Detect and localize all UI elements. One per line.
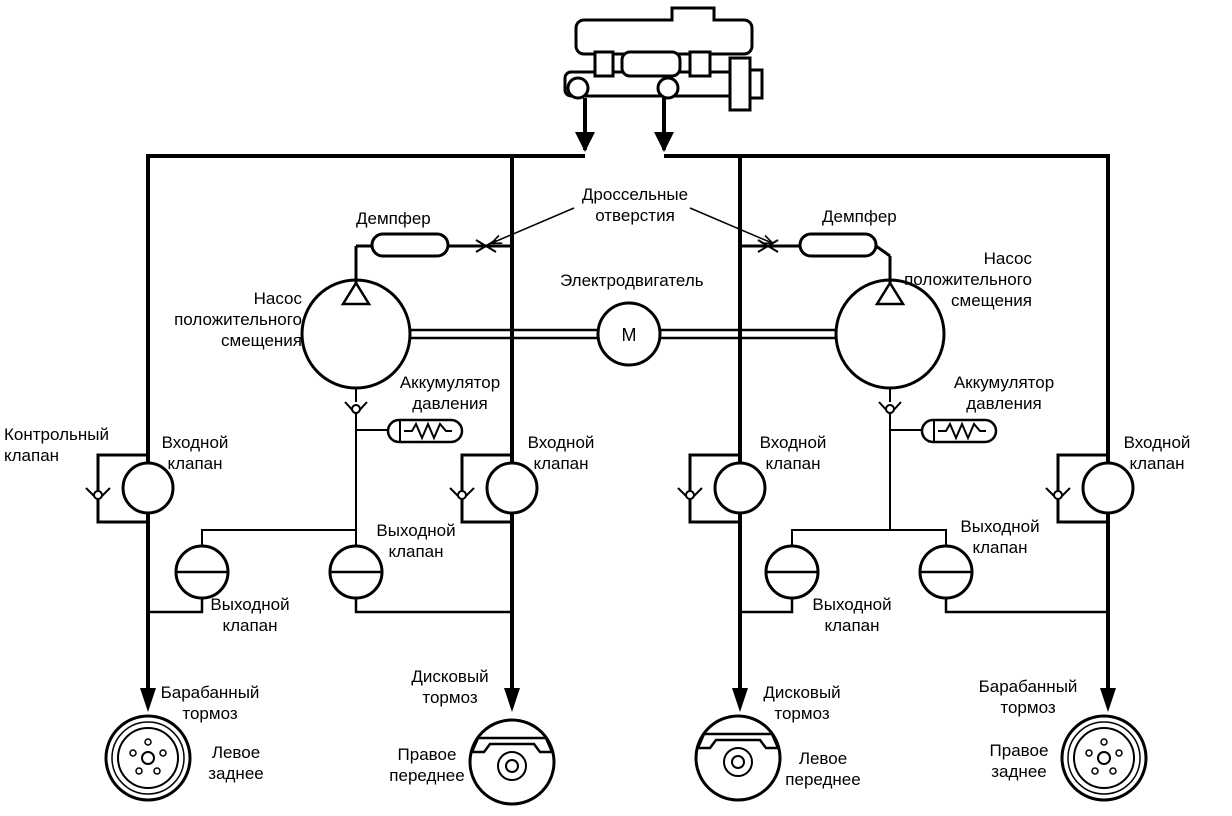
inlet-valve-right-rear [1081,461,1135,515]
outlet-valve-4-label: Выходной клапан [960,517,1040,557]
inlet-valve-left-front [713,461,767,515]
inlet-valve-2-label: Входной клапан [527,433,595,473]
pump-left-label: Насос положительного смещения [174,289,302,350]
rear-right-wheel-label: Правое заднее [989,741,1049,781]
inlet-valve-right-front [485,461,539,515]
orifice-pointers [492,207,772,243]
inlet-valve-4-label: Входной клапан [1123,433,1191,473]
drum-brake-left-label: Барабанный тормоз [160,683,260,723]
control-valve-label: Контрольный клапан [4,425,109,465]
inlet-valve-3-label: Входной клапан [759,433,827,473]
damper-left [370,232,450,258]
front-left-wheel-label: Левое переднее [785,749,861,789]
drum-wheel-left-rear [104,714,192,802]
throttle-orifices-label: Дроссельные отверстия [581,185,689,225]
outlet-valves [148,544,1108,614]
motor-shaft [410,328,840,340]
damper-right-label: Демпфер [822,207,897,226]
accumulator-left-label: Аккумулятор давления [399,373,501,413]
outlet-valve-1-label: Выходной клапан [210,595,290,635]
inlet-valve-left-rear [121,461,175,515]
wheel-arrows [140,688,1116,712]
pump-right-label: Насос положительного смещения [904,249,1032,310]
drum-brake-right-label: Барабанный тормоз [978,677,1078,717]
inlet-valve-1-label: Входной клапан [161,433,229,473]
motor-label: Электродвигатель [560,271,704,290]
outlet-valve-2-label: Выходной клапан [376,521,456,561]
damper-right [798,232,878,258]
electric-motor [596,301,662,367]
disc-brake-right-label: Дисковый тормоз [411,667,489,707]
rear-left-wheel-label: Левое заднее [208,743,264,783]
front-right-wheel-label: Правое переднее [389,745,465,785]
inlet-valves [85,453,1135,524]
drum-wheel-right-rear [1060,714,1148,802]
motor-symbol: М [622,325,637,345]
left-pump-circuit [201,232,512,546]
disc-wheel-right-front [468,718,556,806]
master-cylinder [563,6,764,112]
damper-left-label: Демпфер [356,209,431,228]
outlet-valve-3-label: Выходной клапан [812,595,892,635]
accumulator-right-label: Аккумулятор давления [953,373,1055,413]
disc-wheel-left-front [694,714,782,802]
disc-brake-left-label: Дисковый тормоз [763,683,841,723]
right-pump-circuit [740,232,998,546]
